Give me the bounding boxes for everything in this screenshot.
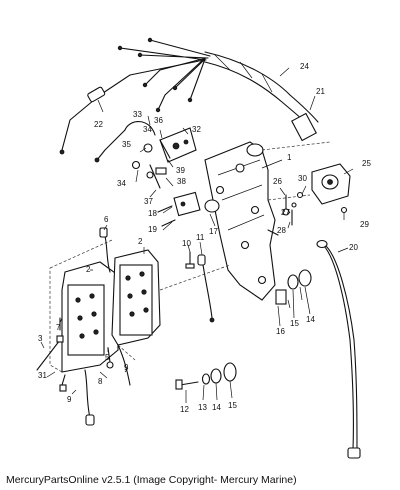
callout-20: 20: [349, 243, 358, 252]
box-wires-and-screws[interactable]: [36, 227, 131, 426]
callout-2-rear: 2: [86, 265, 91, 274]
image-caption: MercuryPartsOnline v2.5.1 (Image Copyrig…: [6, 474, 297, 486]
clip-assembly[interactable]: [157, 191, 220, 227]
callout-labels: 24 21 22 33 36 34 32 35 34 39 38 37 1 25…: [38, 62, 371, 414]
bracket-assembly[interactable]: [124, 121, 197, 189]
callout-2-front: 2: [138, 237, 143, 246]
mounting-plate[interactable]: [204, 141, 331, 301]
callout-30: 30: [298, 174, 307, 183]
callout-13: 13: [198, 403, 207, 412]
callout-11: 11: [196, 233, 205, 242]
callout-34-top: 34: [143, 125, 152, 134]
battery-cable[interactable]: [316, 239, 361, 459]
callout-3: 3: [38, 334, 43, 343]
callout-26: 26: [273, 177, 282, 186]
callout-10: 10: [182, 239, 191, 248]
callout-9-lower: 9: [67, 395, 72, 404]
callout-8: 8: [98, 377, 103, 386]
callout-33: 33: [133, 110, 142, 119]
dashed-guide-lines: [49, 239, 231, 373]
callout-24: 24: [300, 62, 309, 71]
plate-fasteners[interactable]: [275, 269, 312, 305]
callout-7: 7: [56, 323, 61, 332]
bolt-10-clip-11[interactable]: [185, 251, 215, 323]
switch-box-rear[interactable]: [61, 261, 119, 373]
callout-12: 12: [180, 405, 189, 414]
callout-19: 19: [148, 225, 157, 234]
callout-29: 29: [360, 220, 369, 229]
callout-35: 35: [122, 140, 131, 149]
callout-39: 39: [176, 166, 185, 175]
callout-17: 17: [209, 227, 218, 236]
wiring-harness[interactable]: [59, 37, 319, 163]
callout-28: 28: [277, 226, 286, 235]
callout-21: 21: [316, 87, 325, 96]
callout-14-upper: 14: [306, 315, 315, 324]
callout-15-lower: 15: [228, 401, 237, 410]
callout-38: 38: [177, 177, 186, 186]
callout-25: 25: [362, 159, 371, 168]
callout-31: 31: [38, 371, 47, 380]
callout-34-lower: 34: [117, 179, 126, 188]
callout-27: 27: [281, 208, 290, 217]
callout-1: 1: [287, 153, 292, 162]
callout-37: 37: [144, 197, 153, 206]
lower-fasteners[interactable]: [175, 362, 237, 390]
callout-14-lower: 14: [212, 403, 221, 412]
callout-6: 6: [104, 215, 109, 224]
callout-9: 9: [124, 363, 129, 372]
switch-box-front[interactable]: [111, 249, 161, 346]
callout-22: 22: [94, 120, 103, 129]
callout-15-upper: 15: [290, 319, 299, 328]
callout-36: 36: [154, 116, 163, 125]
exploded-parts-diagram: 24 21 22 33 36 34 32 35 34 39 38 37 1 25…: [36, 37, 371, 459]
callout-5: 5: [105, 353, 110, 362]
solenoid[interactable]: [267, 163, 351, 236]
callout-32: 32: [192, 125, 201, 134]
leader-lines: [40, 67, 354, 403]
callout-18: 18: [148, 209, 157, 218]
callout-16: 16: [276, 327, 285, 336]
